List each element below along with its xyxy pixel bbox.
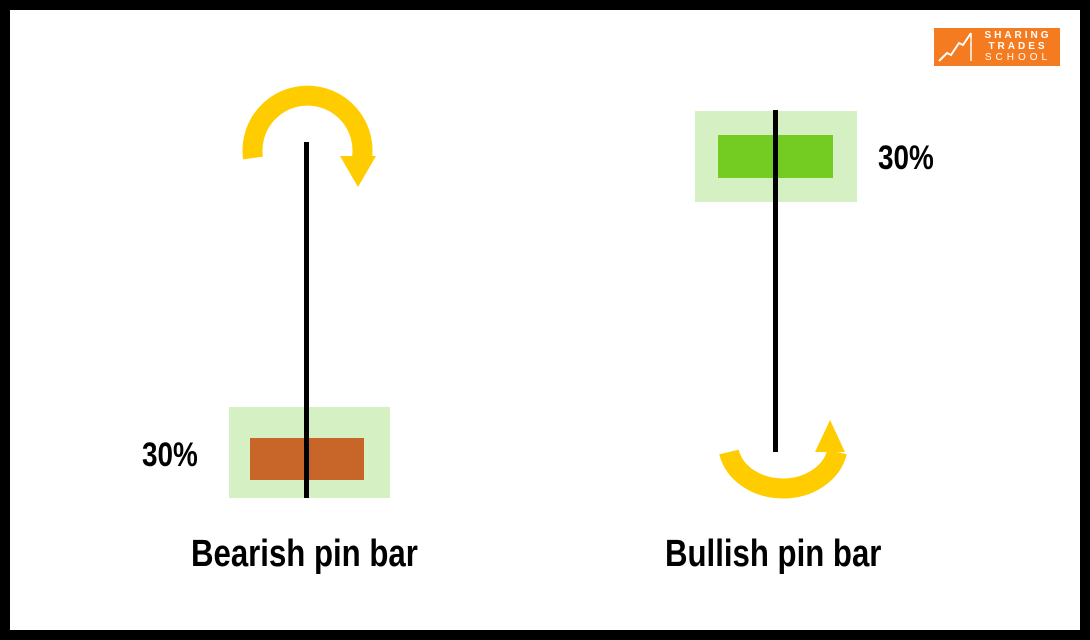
bullish-caption: Bullish pin bar xyxy=(665,533,882,575)
bearish-pin-bar xyxy=(229,85,390,498)
reversal-arrow-up-icon xyxy=(719,420,847,499)
bearish-wick xyxy=(304,142,309,498)
reversal-arrow-down-icon xyxy=(242,85,376,187)
logo-line-3: SCHOOL xyxy=(984,52,1052,63)
pin-bar-diagram xyxy=(229,85,857,499)
logo-line-2: TRADES xyxy=(988,41,1048,52)
diagram-frame: 30% 30% Bearish pin bar Bullish pin bar … xyxy=(10,10,1080,630)
bullish-body-percent: 30% xyxy=(878,139,934,177)
bullish-pin-bar xyxy=(695,110,857,499)
sharing-trades-school-logo: SHARING TRADES SCHOOL xyxy=(934,28,1060,66)
bullish-wick xyxy=(773,110,778,452)
logo-line-1: SHARING xyxy=(984,30,1052,41)
staircase-chart-icon xyxy=(938,32,972,62)
bearish-body-percent: 30% xyxy=(142,436,198,474)
bearish-caption: Bearish pin bar xyxy=(191,533,418,575)
